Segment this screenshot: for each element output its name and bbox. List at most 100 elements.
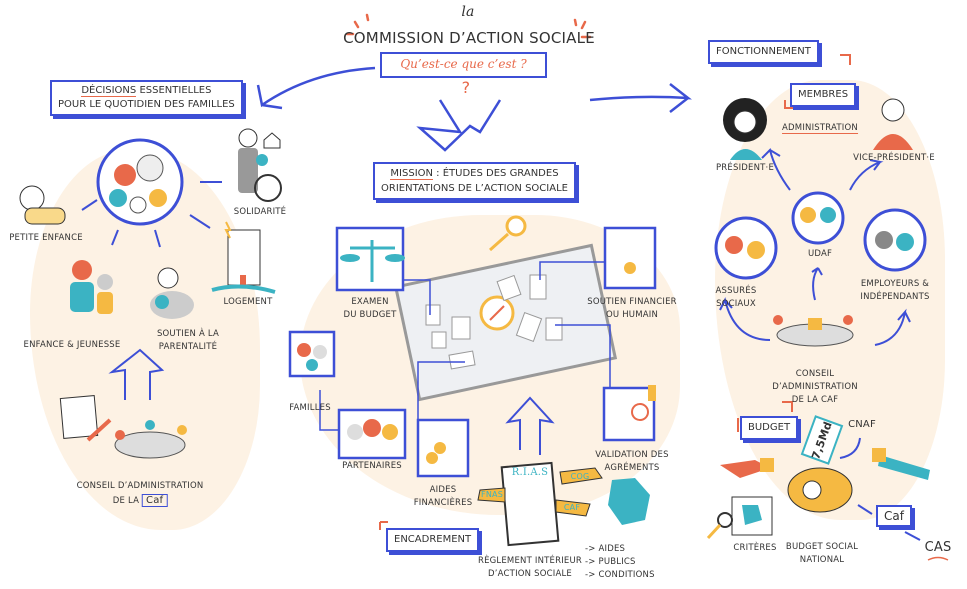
sign-fnas: FNAS	[481, 490, 503, 499]
encadrement-title-box: ENCADREMENT	[386, 528, 480, 552]
decisions-title-box: DÉCISIONS ESSENTIELLES POUR LE QUOTIDIEN…	[50, 80, 243, 116]
families-icon	[297, 343, 311, 357]
map-board-icon	[731, 496, 773, 536]
assures-line1: ASSURÉS	[715, 286, 757, 296]
budget-social-line2: NATIONAL	[799, 555, 845, 565]
children-icon	[72, 260, 92, 280]
fonctionnement-title-box: FONCTIONNEMENT	[708, 40, 819, 64]
employeurs-line2: INDÉPENDANTS	[860, 292, 930, 302]
soutien-line1: SOUTIEN FINANCIER	[587, 297, 677, 307]
validation-line1: VALIDATION DES	[595, 450, 669, 460]
list-publics: -> PUBLICS	[585, 557, 636, 567]
label-criteres: CRITÈRES	[733, 543, 777, 553]
conseil-line2: D’ADMINISTRATION	[772, 382, 858, 392]
mission-title-line2: ORIENTATIONS DE L’ACTION SOCIALE	[381, 183, 568, 194]
label-soutien-parentalite-2: PARENTALITÉ	[158, 342, 218, 352]
decisions-title-line2: POUR LE QUOTIDIEN DES FAMILLES	[58, 99, 235, 110]
label-soutien-parentalite-1: SOUTIEN À LA	[156, 329, 220, 339]
label-logement: LOGEMENT	[223, 297, 273, 307]
employeurs-line1: EMPLOYEURS &	[860, 279, 930, 289]
stamp-icon	[631, 403, 649, 421]
membres-box: MEMBRES	[790, 83, 857, 107]
mission-title-underlined: MISSION	[390, 168, 433, 180]
label-solidarite: SOLIDARITÉ	[233, 207, 287, 217]
examen-line1: EXAMEN	[351, 297, 389, 307]
label-udaf: UDAF	[807, 249, 833, 259]
caf-logo-small: Caf	[142, 494, 168, 507]
arrow-left-icon	[256, 66, 376, 110]
coin-hand-icon	[624, 262, 636, 274]
list-aides: -> AIDES	[585, 544, 626, 554]
label-president: PRÉSIDENT·E	[715, 163, 775, 173]
arrow-down-icon	[416, 99, 502, 152]
council-table-icon	[114, 431, 186, 459]
elder-icon	[238, 128, 258, 148]
papers-icon	[425, 274, 563, 370]
assures-line2: SOCIAUX	[716, 299, 756, 309]
mission-title-box: MISSION : ÉTUDES DES GRANDES ORIENTATION…	[373, 162, 576, 200]
question-mark: ?	[461, 78, 471, 97]
parent-icon	[157, 267, 179, 289]
sign-caf: CAF	[563, 503, 581, 512]
validation-line2: AGRÉMENTS	[604, 463, 660, 473]
rias-label: R.I.A.S	[511, 467, 549, 478]
budget-social-line1: BUDGET SOCIAL	[785, 542, 859, 552]
decisions-title-rest: ESSENTIELLES	[136, 85, 212, 96]
page-title: COMMISSION D’ACTION SOCIALE	[343, 29, 595, 47]
pre-title: la	[461, 4, 475, 20]
mission-title-rest: : ÉTUDES DES GRANDES	[433, 168, 559, 179]
label-partenaires: PARTENAIRES	[342, 461, 402, 471]
connector-lines-icon	[319, 261, 611, 431]
label-assures-sociaux: ASSURÉS SOCIAUX	[716, 285, 757, 311]
administration-text: ADMINISTRATION	[782, 123, 858, 134]
label-conseil-caf: CONSEIL D’ADMINISTRATION DE LA CAF	[772, 368, 858, 407]
label-examen-budget: EXAMEN DU BUDGET	[343, 296, 396, 322]
label-aides-financieres: AIDES FINANCIÈRES	[414, 484, 473, 510]
list-conditions: -> CONDITIONS	[585, 570, 655, 580]
reglement-line1: RÈGLEMENT INTÉRIEUR	[477, 556, 583, 566]
question-banner: Qu’est-ce que c’est ?	[380, 52, 547, 78]
document-icon	[59, 395, 99, 439]
aides-line1: AIDES	[429, 485, 457, 495]
conseil-line3: DE LA CAF	[791, 395, 839, 405]
label-cnaf: CNAF	[848, 419, 876, 430]
label-validation-agrements: VALIDATION DES AGRÉMENTS	[595, 449, 668, 475]
partners-icon	[347, 424, 363, 440]
signpost-icon	[477, 467, 603, 517]
label-vice-president: VICE-PRÉSIDENT·E	[853, 153, 935, 163]
sign-cog: COG	[570, 472, 590, 481]
arrow-up-icon	[108, 348, 165, 400]
label-employeurs: EMPLOYEURS & INDÉPENDANTS	[860, 278, 929, 304]
conseil-line1: CONSEIL	[795, 369, 835, 379]
label-petite-enfance: PETITE ENFANCE	[9, 233, 83, 243]
label-cas: CAS	[924, 540, 952, 555]
label-familles: FAMILLES	[289, 403, 331, 413]
examen-line2: DU BUDGET	[343, 310, 397, 320]
hand-right-icon	[878, 455, 930, 480]
title-accent-icon	[345, 13, 592, 39]
member-circles-icon	[714, 191, 927, 280]
ticket-icon	[800, 415, 844, 465]
france-map-icon	[608, 478, 650, 525]
council-left-de-la: DE LA	[112, 496, 140, 506]
arrow-up-center-icon	[505, 396, 555, 455]
label-reglement: RÈGLEMENT INTÉRIEUR D’ACTION SOCIALE	[478, 555, 582, 581]
question-banner-text: Qu’est-ce que c’est ?	[400, 57, 527, 71]
scale-icon	[350, 240, 395, 282]
budget-box: BUDGET	[740, 416, 799, 440]
aides-line2: FINANCIÈRES	[413, 498, 473, 508]
arrow-right-icon	[589, 83, 692, 113]
reglement-line2: D’ACTION SOCIALE	[488, 569, 572, 579]
euro-coins-icon	[426, 452, 438, 464]
label-council-left-1: CONSEIL D’ADMINISTRATION	[76, 481, 204, 491]
label-council-left-2: DE LA Caf	[113, 494, 168, 508]
caf-box: Caf	[876, 505, 912, 527]
house-icon	[263, 132, 281, 149]
baby-icon	[19, 185, 45, 211]
label-budget-social: BUDGET SOCIAL NATIONAL	[786, 541, 858, 567]
label-enfance-jeunesse: ENFANCE & JEUNESSE	[23, 340, 121, 350]
magnifier-icon	[505, 215, 527, 237]
